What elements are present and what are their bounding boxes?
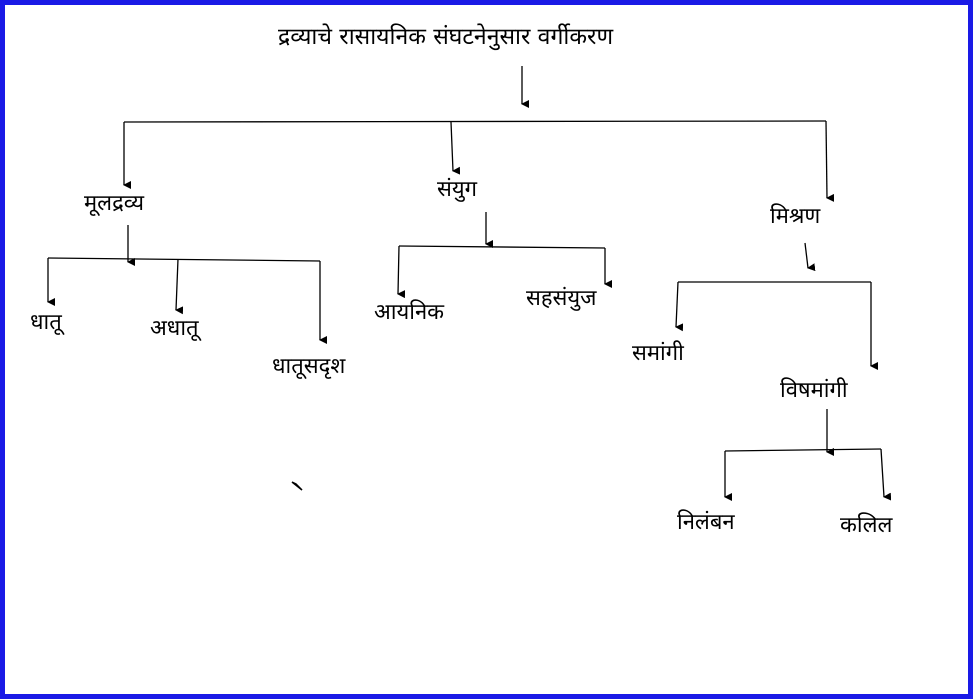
node-suspension: निलंबन xyxy=(677,510,735,535)
stray-mark xyxy=(291,481,303,491)
arrow-to-colloid xyxy=(880,448,892,501)
heterogeneous-bar xyxy=(724,448,882,452)
node-mixture: मिश्रण xyxy=(770,204,821,229)
element-bar xyxy=(47,257,321,262)
diagram-title: द्रव्याचे रासायनिक संघटनेनुसार वर्गीकरण xyxy=(278,24,614,50)
node-covalent: सहसंयुज xyxy=(526,286,597,311)
compound-bar xyxy=(398,245,606,249)
node-metalloid: धातूसदृश xyxy=(272,354,346,379)
arrow-to-homogeneous xyxy=(675,281,684,332)
arrow-to-ionic xyxy=(397,245,406,299)
node-compound: संयुग xyxy=(437,177,478,202)
arrow-to-nonmetal xyxy=(175,258,184,315)
node-metal: धातू xyxy=(30,310,62,335)
node-heterogeneous: विषमांगी xyxy=(780,378,848,403)
node-element: मूलद्रव्य xyxy=(84,191,145,216)
arrow-to-compound xyxy=(450,121,461,175)
node-homogeneous: समांगी xyxy=(632,341,684,366)
node-colloid: कलिल xyxy=(840,513,893,538)
arrow-to-mixture xyxy=(825,120,835,202)
node-ionic: आयनिक xyxy=(374,300,445,325)
node-nonmetal: अधातू xyxy=(150,316,199,341)
main-bar xyxy=(123,120,827,123)
mixture-stem xyxy=(804,242,816,272)
